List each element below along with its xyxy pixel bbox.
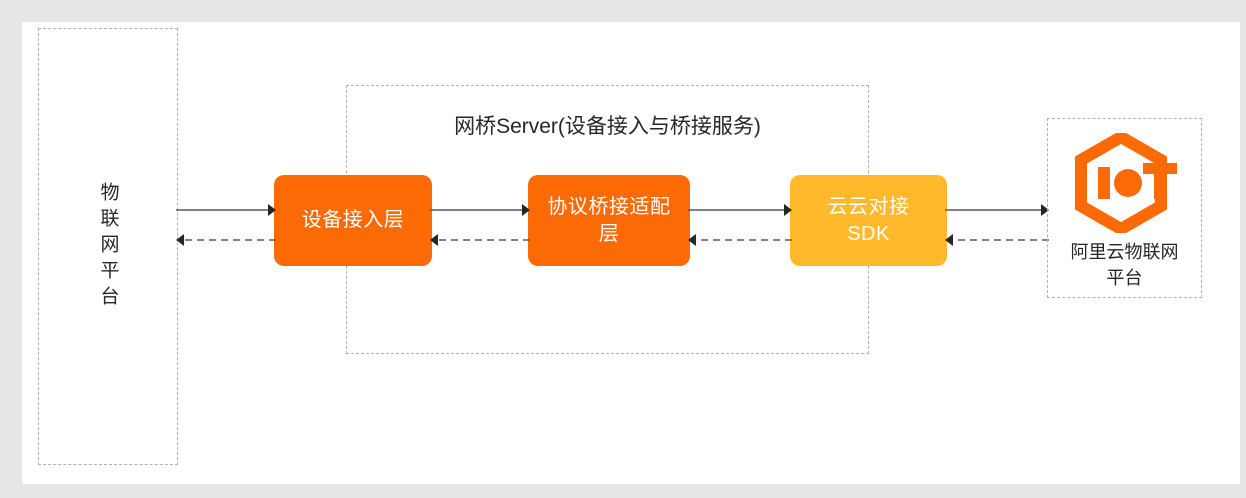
bridge-server-title: 网桥Server(设备接入与桥接服务) (454, 115, 761, 138)
left-iot-platform-label-wrap: 物联网平台 (39, 29, 177, 464)
left-iot-platform-label: 物联网平台 (97, 181, 119, 312)
connector-3-return-arrowhead (688, 234, 696, 246)
connector-cloud-sdk-to-aliyun-iot-platform (945, 200, 1049, 246)
node-cloud-to-cloud-sdk-label: 云云对接 SDK (828, 194, 910, 248)
alibaba-cloud-iot-logo-icon (1073, 130, 1177, 236)
right-aliyun-iot-platform-label: 阿里云物联网 平台 (1048, 239, 1201, 291)
left-iot-platform-container: 物联网平台 (38, 28, 178, 465)
connector-1-forward-arrowhead (268, 204, 276, 216)
connector-protocol-adapter-to-cloud-sdk (688, 200, 792, 246)
connector-device-access-to-protocol-adapter (430, 200, 530, 246)
node-cloud-to-cloud-sdk-label-line2: SDK (847, 222, 890, 245)
right-aliyun-iot-platform-container: 阿里云物联网 平台 (1047, 118, 1202, 298)
node-protocol-bridge-adapter-layer-label: 协议桥接适配层 (547, 195, 671, 245)
connector-4-forward-arrowhead (1041, 204, 1049, 216)
right-aliyun-iot-platform-label-line1: 阿里云物联网 (1070, 242, 1179, 262)
node-device-access-layer[interactable]: 设备接入层 (274, 175, 432, 266)
connector-2-forward-arrowhead (522, 204, 530, 216)
right-aliyun-iot-platform-label-line2: 平台 (1106, 268, 1143, 289)
connector-platform-to-device-access (176, 200, 276, 246)
connector-2-return-arrowhead (430, 234, 438, 246)
node-cloud-to-cloud-sdk[interactable]: 云云对接 SDK (790, 175, 947, 266)
connector-1-return-arrowhead (176, 234, 184, 246)
node-protocol-bridge-adapter-layer[interactable]: 协议桥接适配层 (528, 175, 690, 266)
node-device-access-layer-label: 设备接入层 (301, 209, 405, 231)
connector-3-forward-arrowhead (784, 204, 792, 216)
node-cloud-to-cloud-sdk-label-line1: 云云对接 (827, 195, 910, 218)
connector-4-return-arrowhead (945, 234, 953, 246)
diagram-canvas: 物联网平台 网桥Server(设备接入与桥接服务) 设备接入层 协议桥接适配层 … (22, 22, 1240, 484)
